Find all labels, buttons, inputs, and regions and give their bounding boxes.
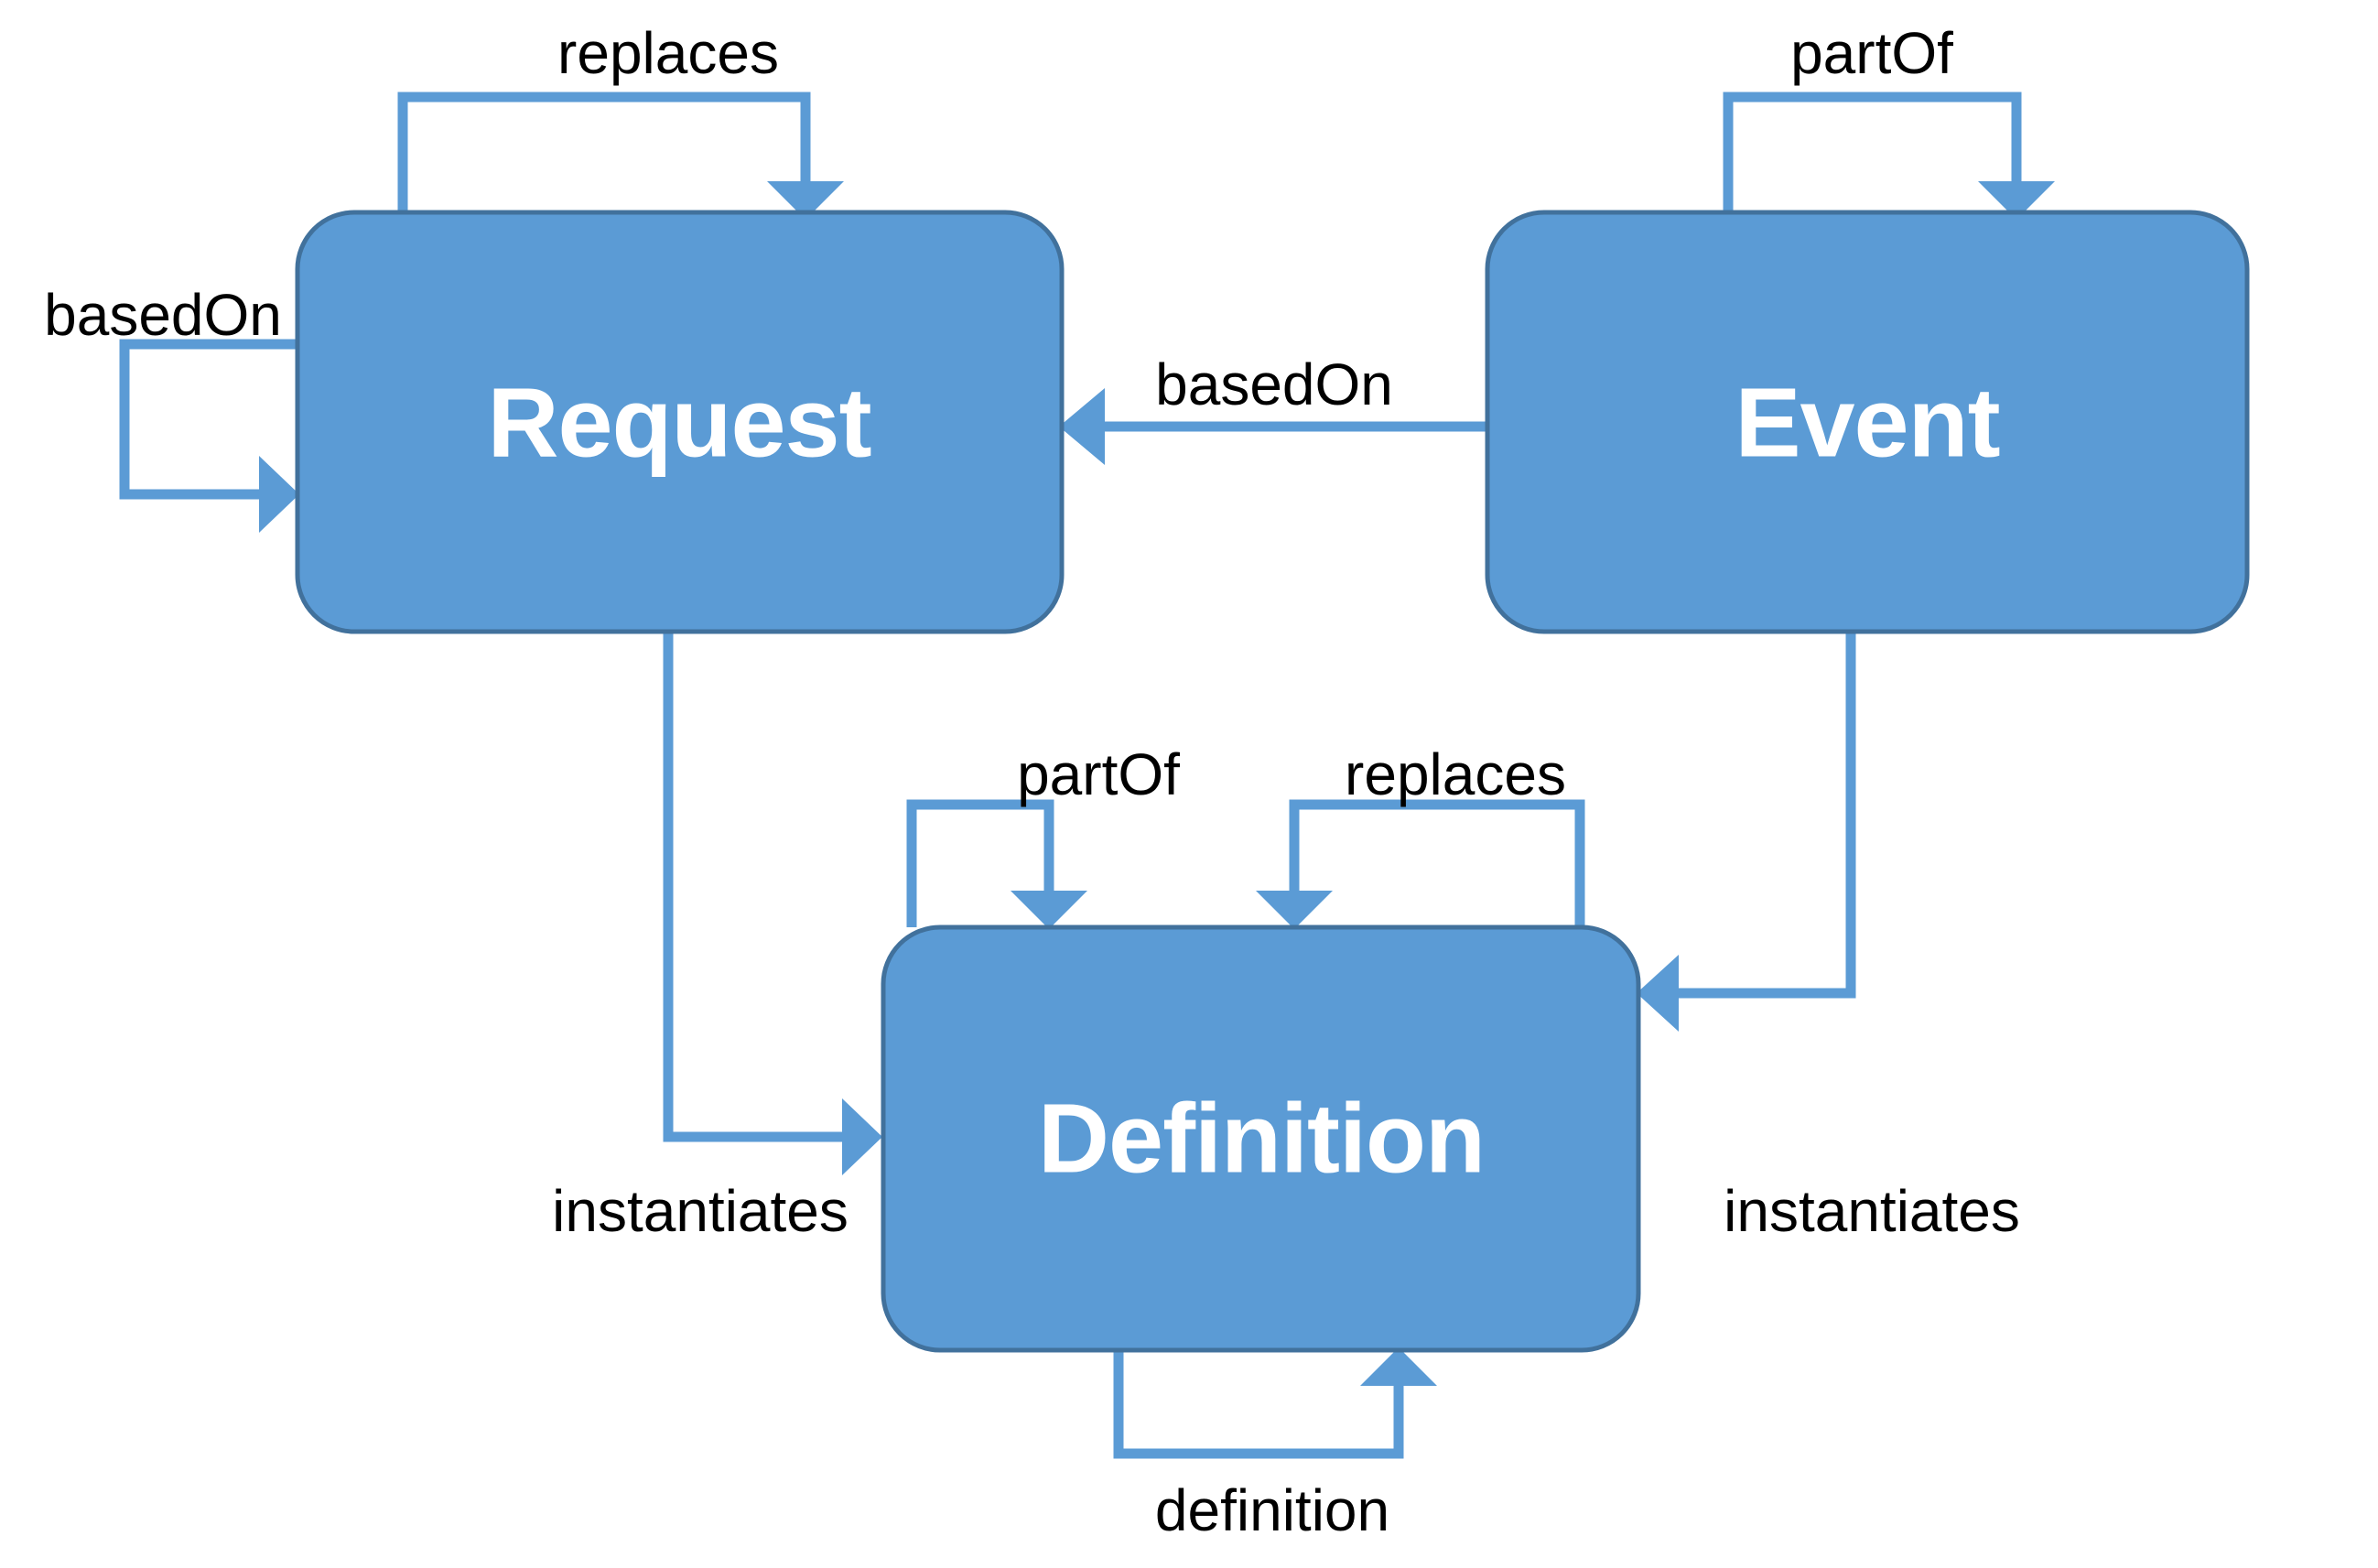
edge-event-basedon-request — [1059, 388, 1487, 465]
edge-event-instantiates-definition — [1637, 632, 1856, 1032]
edge-definition-definition-path — [1113, 1350, 1404, 1459]
edge-label-definition-replaces: replaces — [1345, 741, 1566, 807]
edge-label-event-basedon-request: basedOn — [1155, 351, 1393, 417]
arrowhead-left-icon — [1637, 955, 1679, 1032]
edge-event-partof-path — [1723, 92, 2022, 212]
edge-event-instantiates-path — [1677, 632, 1856, 999]
edge-label-definition-definition: definition — [1155, 1477, 1389, 1543]
edge-label-request-replaces: replaces — [557, 20, 779, 86]
node-request[interactable]: Request — [295, 210, 1065, 634]
arrowhead-down-icon — [1011, 891, 1087, 929]
edge-label-request-instantiates: instantiates — [552, 1178, 849, 1244]
node-definition-label: Definition — [1038, 1083, 1485, 1194]
edge-definition-definition-self — [1113, 1347, 1437, 1459]
node-definition[interactable]: Definition — [881, 925, 1641, 1353]
node-request-label: Request — [487, 367, 870, 478]
edge-request-basedon-self — [119, 339, 299, 533]
arrowhead-right-icon — [842, 1098, 882, 1175]
edge-definition-replaces-self — [1256, 799, 1585, 929]
node-event-shape[interactable] — [1485, 210, 2250, 634]
edge-request-replaces-self — [397, 92, 844, 220]
arrowhead-left-icon — [1059, 388, 1105, 465]
arrowhead-up-icon — [1360, 1347, 1437, 1386]
edge-definition-replaces-path — [1289, 799, 1585, 927]
edge-definition-partof-path — [906, 799, 1054, 927]
arrowhead-right-icon — [259, 456, 299, 533]
node-event-label: Event — [1735, 367, 1999, 478]
edge-definition-partof-self — [906, 799, 1087, 929]
edge-label-definition-partof: partOf — [1017, 741, 1180, 807]
edge-request-basedon-path — [119, 339, 297, 500]
arrowhead-down-icon — [1256, 891, 1333, 929]
arrowhead-down-icon — [767, 181, 844, 220]
arrowhead-down-icon — [1978, 181, 2055, 220]
edge-label-event-partof: partOf — [1790, 20, 1953, 86]
edge-label-event-instantiates: instantiates — [1724, 1178, 2020, 1244]
edge-event-partof-self — [1723, 92, 2055, 220]
edge-request-instantiates-path — [663, 632, 844, 1142]
edge-request-replaces-path — [397, 92, 811, 212]
edge-request-instantiates-definition — [663, 632, 882, 1175]
edge-label-request-basedon-self: basedOn — [44, 282, 282, 348]
node-request-shape[interactable] — [295, 210, 1065, 634]
node-event[interactable]: Event — [1485, 210, 2250, 634]
node-definition-shape[interactable] — [881, 925, 1641, 1353]
